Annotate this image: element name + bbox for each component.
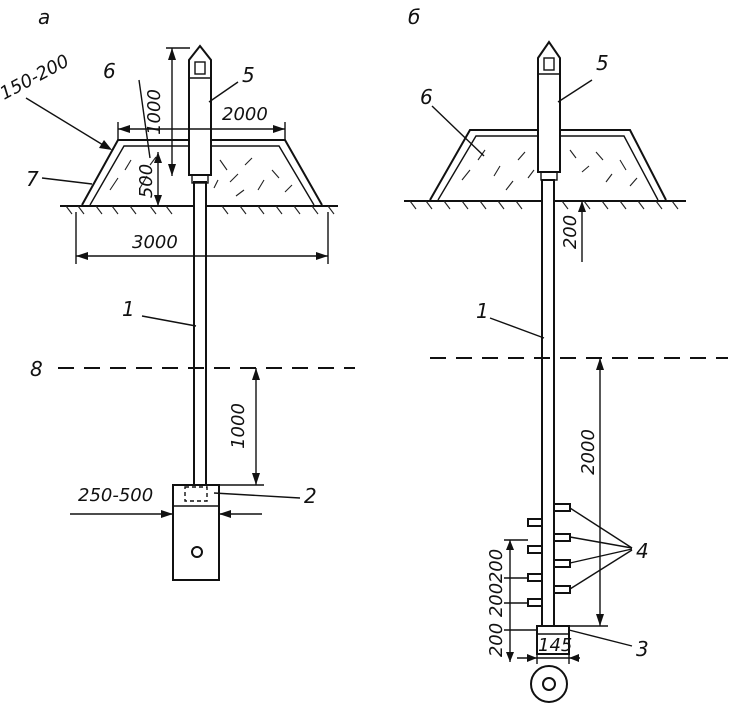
- b-dim-200-top: 200: [560, 215, 581, 249]
- b-tip: [536, 625, 570, 655]
- a-dim-250-500: 250-500: [78, 485, 153, 506]
- b-electrode: [553, 533, 571, 542]
- a-dim-arrow: [316, 252, 328, 260]
- b-dim-200-c: 200: [486, 623, 507, 657]
- a-leader-2: [213, 492, 301, 499]
- b-electrode: [527, 545, 543, 554]
- b-electrode: [527, 573, 543, 582]
- b-dim-arrow: [506, 540, 514, 550]
- a-dim-arrow: [219, 510, 231, 518]
- panel-b: б: [404, 5, 728, 703]
- a-anode-cap: [184, 486, 208, 502]
- b-leader-6: [431, 105, 485, 157]
- panel-a-letter: a: [38, 5, 50, 29]
- b-leader-4: [569, 536, 633, 549]
- a-dim-2000: 2000: [222, 104, 268, 125]
- b-electrode: [553, 559, 571, 568]
- b-leader-4: [569, 548, 633, 564]
- panel-a: a: [0, 5, 355, 581]
- a-dim-500: 500: [136, 164, 157, 198]
- b-dim-145: 145: [538, 635, 572, 656]
- b-dim-200-b: 200: [486, 583, 507, 617]
- a-callout-5: 5: [242, 63, 255, 87]
- a-leader-7: [41, 177, 93, 185]
- b-electrode: [527, 598, 543, 607]
- b-marker-post: [537, 40, 561, 173]
- b-callout-1: 1: [476, 299, 489, 323]
- b-leader-4: [569, 507, 633, 549]
- a-dim-arrow: [154, 195, 162, 206]
- a-callout-1: 1: [122, 297, 135, 321]
- b-section-circle-icon: [530, 665, 568, 703]
- b-post-base: [540, 171, 558, 181]
- a-ground-hatch: [65, 205, 335, 215]
- b-leader-5: [557, 79, 593, 103]
- b-post-window-icon: [543, 57, 555, 71]
- b-electrode: [527, 518, 543, 527]
- b-dim-arrow: [569, 654, 579, 662]
- a-dim-arrow: [76, 252, 88, 260]
- a-dim-1000-low: 1000: [228, 403, 249, 449]
- b-dim-2000: 2000: [578, 429, 599, 475]
- b-dim-200-a: 200: [486, 549, 507, 583]
- a-dim-arrow: [168, 164, 176, 176]
- a-anode-hole-icon: [191, 546, 203, 558]
- a-callout-2: 2: [304, 484, 317, 508]
- b-electrode: [553, 585, 571, 594]
- a-leader-5: [208, 81, 239, 103]
- a-dim-arrow: [118, 125, 130, 133]
- b-callout-4: 4: [636, 539, 649, 563]
- b-leader-3: [568, 629, 633, 647]
- a-post-base: [191, 174, 209, 184]
- a-dim-arrow: [168, 48, 176, 60]
- a-leader-1: [141, 315, 197, 327]
- b-pipe: [541, 179, 555, 655]
- a-marker-post: [188, 44, 212, 176]
- a-anode-block: [172, 484, 220, 581]
- b-dim-arrow: [506, 652, 514, 662]
- a-pipe: [193, 181, 207, 486]
- a-dim-3000: 3000: [132, 232, 178, 253]
- b-leader-4: [569, 549, 633, 590]
- a-dim-150-200: 150-200: [0, 51, 73, 105]
- a-post-window-icon: [194, 61, 206, 75]
- b-dim-arrow: [596, 614, 604, 626]
- b-dim-arrow: [527, 654, 537, 662]
- a-leader-arrow: [99, 140, 112, 150]
- b-callout-5: 5: [596, 51, 609, 75]
- a-dim-1000-top: 1000: [144, 89, 165, 135]
- a-callout-8: 8: [30, 357, 43, 381]
- b-callout-3: 3: [636, 637, 649, 661]
- b-dim-arrow: [578, 201, 586, 212]
- a-callout-6: 6: [103, 59, 116, 83]
- a-mound-fill: [109, 156, 293, 197]
- a-leader-6: [138, 79, 151, 159]
- a-dim-arrow: [154, 152, 162, 163]
- a-dim-arrow: [252, 368, 260, 380]
- panel-b-letter: б: [408, 5, 420, 29]
- b-electrodes: [527, 503, 571, 607]
- b-ground-hatch: [409, 200, 679, 210]
- b-dim-arrow: [596, 358, 604, 370]
- b-electrode: [553, 503, 571, 512]
- b-mound-fill: [461, 149, 638, 191]
- b-leader-1: [489, 317, 545, 339]
- a-dim-arrow: [273, 125, 285, 133]
- a-dim-arrow: [161, 510, 173, 518]
- b-callout-6: 6: [420, 85, 433, 109]
- b-section-core-icon: [542, 677, 556, 691]
- a-callout-7: 7: [26, 167, 39, 191]
- a-dim-arrow: [252, 473, 260, 485]
- a-leader-150-200: [25, 97, 109, 149]
